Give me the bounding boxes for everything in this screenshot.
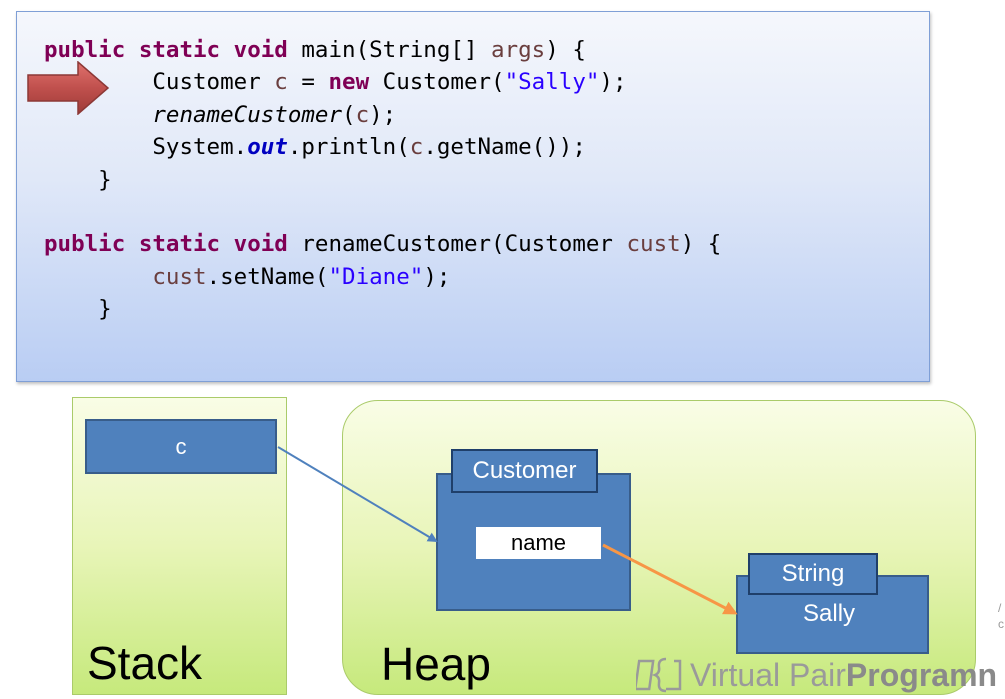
stack-label: Stack (87, 637, 203, 689)
code-line (44, 196, 721, 228)
code-token: ); (599, 69, 627, 96)
code-token: new (328, 69, 370, 96)
code-token: .getName()); (423, 134, 586, 161)
stack-region: c Stack (72, 397, 287, 695)
code-line: System.out.println(c.getName()); (44, 131, 721, 163)
code-token: Customer (44, 69, 275, 96)
code-line: Customer c = new Customer("Sally"); (44, 66, 721, 98)
code-token: .setName( (206, 263, 329, 290)
code-token: public static void (44, 231, 288, 258)
customer-field-name: name (476, 527, 601, 559)
code-token: ); (369, 101, 397, 128)
watermark-text-bold: Programn (845, 656, 998, 693)
edge-text-line: / (998, 601, 1002, 615)
code-line: public static void main(String[] args) { (44, 34, 721, 66)
code-token: c (274, 69, 288, 96)
code-panel: public static void main(String[] args) {… (16, 11, 930, 382)
code-token: } (44, 296, 112, 323)
code-token: System. (44, 134, 248, 161)
code-line: } (44, 164, 721, 196)
code-token: "Diane" (328, 263, 424, 290)
code-line: } (44, 293, 721, 325)
watermark: Virtual Pair Programn (636, 653, 997, 697)
stack-variable-c: c (85, 419, 277, 474)
code-listing: public static void main(String[] args) {… (44, 34, 721, 326)
code-token: = (287, 69, 329, 96)
edge-text: / c (998, 600, 1004, 632)
code-token: c (409, 134, 424, 161)
code-token: out (247, 134, 288, 161)
code-token: public static void (44, 37, 288, 63)
code-token: ( (342, 101, 356, 128)
brand-logo-icon (636, 657, 682, 693)
watermark-text: Virtual Pair (690, 656, 846, 693)
code-line: public static void renameCustomer(Custom… (44, 228, 721, 260)
code-token: cust (626, 231, 681, 258)
code-token: c (355, 101, 370, 128)
code-token: cust (152, 263, 207, 290)
code-token: main(String[] (287, 37, 492, 63)
edge-text-line: c (998, 617, 1004, 631)
code-token: renameCustomer (152, 101, 343, 128)
code-token: Customer( (369, 69, 505, 96)
code-token: "Sally" (504, 69, 600, 96)
code-token: .println( (287, 134, 410, 161)
code-token (44, 264, 152, 290)
code-token: args (491, 37, 546, 63)
string-object-value: Sally (803, 600, 856, 627)
code-token: ) { (545, 37, 586, 63)
current-line-arrow-icon (27, 61, 110, 115)
code-token: renameCustomer(Customer (287, 231, 627, 258)
code-line: cust.setName("Diane"); (44, 261, 721, 293)
customer-object-type: Customer (451, 449, 598, 493)
string-object-type: String (748, 553, 878, 595)
code-token: ) { (680, 231, 722, 258)
heap-label: Heap (381, 638, 491, 690)
code-line: renameCustomer(c); (44, 99, 721, 131)
code-token: ); (423, 263, 451, 290)
code-token: } (44, 166, 112, 193)
